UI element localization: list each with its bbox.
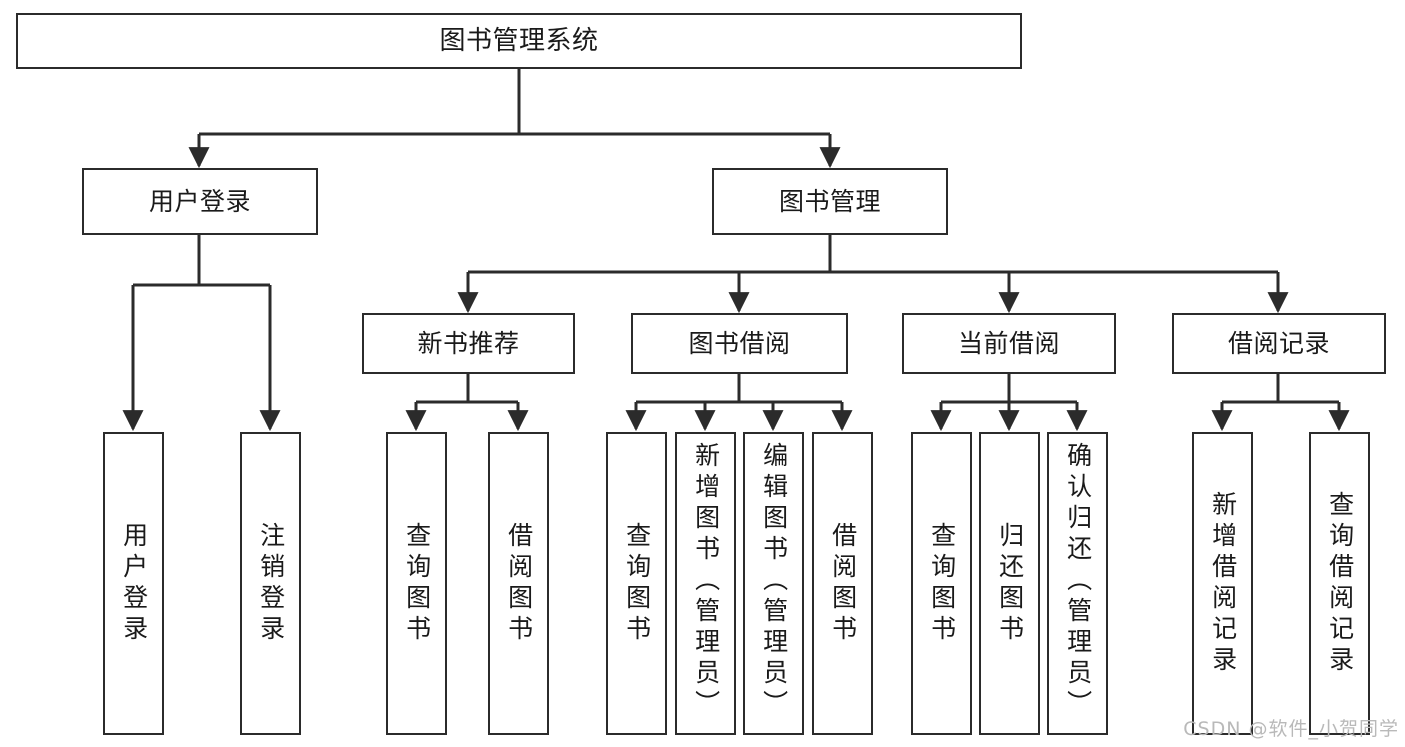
node-leaf-confirm-return-label: 确认归还（管理员） bbox=[1063, 442, 1093, 721]
node-book-manage[interactable]: 图书管理 bbox=[712, 168, 948, 235]
node-current-borrow-label: 当前借阅 bbox=[957, 328, 1060, 358]
node-current-borrow[interactable]: 当前借阅 bbox=[902, 313, 1116, 374]
node-leaf-return-book[interactable]: 归还图书 bbox=[979, 432, 1040, 735]
node-leaf-query-book-3[interactable]: 查询图书 bbox=[911, 432, 972, 735]
node-leaf-query-record[interactable]: 查询借阅记录 bbox=[1309, 432, 1370, 735]
node-book-borrow[interactable]: 图书借阅 bbox=[631, 313, 848, 374]
watermark-text: CSDN @软件_小贺同学 bbox=[1183, 718, 1399, 740]
node-leaf-borrow-book-2-label: 借阅图书 bbox=[828, 521, 858, 646]
node-leaf-borrow-book-1-label: 借阅图书 bbox=[504, 521, 534, 646]
node-leaf-logout[interactable]: 注销登录 bbox=[240, 432, 301, 735]
node-leaf-query-record-label: 查询借阅记录 bbox=[1325, 490, 1355, 677]
node-leaf-edit-book-label: 编辑图书（管理员） bbox=[759, 442, 789, 721]
node-leaf-edit-book[interactable]: 编辑图书（管理员） bbox=[743, 432, 804, 735]
node-new-book-recommend[interactable]: 新书推荐 bbox=[362, 313, 575, 374]
node-book-borrow-label: 图书借阅 bbox=[688, 328, 791, 358]
node-leaf-return-book-label: 归还图书 bbox=[995, 521, 1025, 646]
node-leaf-logout-label: 注销登录 bbox=[256, 521, 286, 646]
node-leaf-query-book-1-label: 查询图书 bbox=[402, 521, 432, 646]
node-root-system[interactable]: 图书管理系统 bbox=[16, 13, 1022, 69]
node-user-login-label: 用户登录 bbox=[148, 186, 251, 216]
node-leaf-confirm-return[interactable]: 确认归还（管理员） bbox=[1047, 432, 1108, 735]
node-leaf-add-book-label: 新增图书（管理员） bbox=[691, 442, 721, 721]
node-leaf-user-login-label: 用户登录 bbox=[119, 521, 149, 646]
node-leaf-query-book-1[interactable]: 查询图书 bbox=[386, 432, 447, 735]
node-borrow-record[interactable]: 借阅记录 bbox=[1172, 313, 1386, 374]
node-leaf-add-record[interactable]: 新增借阅记录 bbox=[1192, 432, 1253, 735]
node-leaf-query-book-3-label: 查询图书 bbox=[927, 521, 957, 646]
node-user-login[interactable]: 用户登录 bbox=[82, 168, 318, 235]
node-leaf-query-book-2-label: 查询图书 bbox=[622, 521, 652, 646]
node-borrow-record-label: 借阅记录 bbox=[1227, 328, 1330, 358]
node-leaf-add-record-label: 新增借阅记录 bbox=[1208, 490, 1238, 677]
node-new-book-recommend-label: 新书推荐 bbox=[417, 328, 520, 358]
node-leaf-borrow-book-2[interactable]: 借阅图书 bbox=[812, 432, 873, 735]
node-leaf-borrow-book-1[interactable]: 借阅图书 bbox=[488, 432, 549, 735]
node-leaf-add-book[interactable]: 新增图书（管理员） bbox=[675, 432, 736, 735]
node-leaf-user-login[interactable]: 用户登录 bbox=[103, 432, 164, 735]
node-root-label: 图书管理系统 bbox=[439, 25, 599, 56]
node-book-manage-label: 图书管理 bbox=[778, 186, 881, 216]
node-leaf-query-book-2[interactable]: 查询图书 bbox=[606, 432, 667, 735]
